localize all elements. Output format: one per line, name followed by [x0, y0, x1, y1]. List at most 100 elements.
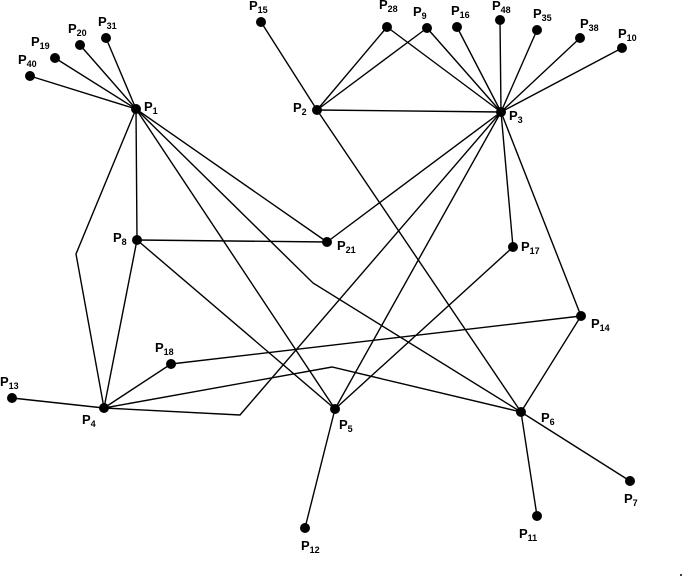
edge-p3-p38 [500, 37, 581, 113]
edge-p3-p14 [500, 111, 582, 317]
node-label-p14: P14 [591, 316, 610, 333]
node-label-letter: P [301, 538, 310, 553]
node-p7 [625, 476, 635, 486]
node-p48 [495, 15, 505, 25]
node-p18 [166, 359, 176, 369]
edge-p3-p28 [386, 26, 502, 113]
node-label-subscript: 48 [501, 5, 511, 15]
node-label-letter: P [249, 0, 258, 13]
node-label-subscript: 5 [348, 424, 353, 434]
node-label-letter: P [413, 4, 422, 19]
node-label-p17: P17 [521, 239, 540, 256]
node-label-subscript: 20 [77, 28, 87, 38]
node-label-letter: P [379, 0, 388, 12]
node-label-p15: P15 [249, 0, 268, 15]
node-label-subscript: 14 [600, 323, 610, 333]
node-p13 [7, 393, 17, 403]
node-label-subscript: 18 [164, 347, 174, 357]
edges-layer [11, 19, 631, 529]
edge-p3-p17 [500, 111, 514, 248]
node-label-letter: P [591, 316, 600, 331]
edge-p3-p35 [500, 29, 538, 113]
node-label-letter: P [337, 238, 346, 253]
node-p28 [382, 22, 392, 32]
node-label-p7: P7 [624, 491, 638, 508]
node-label-subscript: 7 [633, 498, 638, 508]
edge-p3-p4 [103, 111, 502, 416]
node-label-subscript: 15 [258, 5, 268, 15]
node-p8 [132, 235, 142, 245]
edge-p3-p16 [456, 26, 502, 113]
edge-p3-p48 [499, 19, 502, 113]
node-p38 [575, 33, 585, 43]
node-label-letter: P [18, 52, 27, 67]
node-label-letter: P [144, 99, 153, 114]
edge-p4-p18 [103, 363, 172, 409]
node-label-subscript: 31 [107, 21, 117, 31]
edge-p5-p12 [304, 408, 336, 529]
edge-p1-p4 [75, 108, 137, 409]
edge-p3-p9 [426, 27, 502, 113]
node-p21 [322, 237, 332, 247]
node-label-p40: P40 [18, 52, 37, 69]
node-p12 [300, 523, 310, 533]
node-label-subscript: 28 [388, 4, 398, 14]
node-label-subscript: 12 [310, 545, 320, 555]
node-label-letter: P [580, 16, 589, 31]
node-p14 [576, 311, 586, 321]
edge-p1-p6 [135, 108, 522, 413]
node-label-p35: P35 [533, 6, 552, 23]
node-label-p48: P48 [492, 0, 511, 15]
node-label-letter: P [624, 491, 633, 506]
node-label-letter: P [618, 26, 627, 41]
node-p5 [330, 404, 340, 414]
node-label-letter: P [339, 417, 348, 432]
node-label-p3: P3 [509, 108, 523, 125]
edge-p4-p6 [103, 366, 522, 413]
edge-p1-p8 [135, 108, 138, 241]
edge-p1-p40 [29, 75, 137, 110]
node-label-subscript: 11 [528, 533, 538, 543]
edge-p17-p5 [334, 246, 514, 410]
edge-p1-p19 [54, 57, 137, 110]
node-label-subscript: 9 [422, 11, 427, 21]
node-label-p11: P11 [519, 526, 537, 543]
edge-p8-p21 [136, 239, 328, 243]
node-label-p13: P13 [0, 374, 19, 391]
node-label-letter: P [492, 0, 501, 13]
node-label-subscript: 38 [589, 23, 599, 33]
node-label-subscript: 19 [40, 41, 50, 51]
node-label-p6: P6 [541, 410, 555, 427]
node-label-p28: P28 [379, 0, 398, 14]
edge-p2-p15 [260, 21, 318, 111]
node-label-subscript: 16 [460, 10, 470, 20]
edge-p8-p5 [136, 239, 336, 410]
node-label-p21: P21 [337, 238, 356, 255]
node-label-letter: P [519, 526, 528, 541]
edge-p1-p31 [105, 37, 137, 110]
node-p6 [516, 407, 526, 417]
node-p31 [101, 33, 111, 43]
node-label-letter: P [155, 340, 164, 355]
node-label-letter: P [541, 410, 550, 425]
node-label-p2: P2 [293, 100, 307, 117]
node-p20 [75, 40, 85, 50]
node-label-letter: P [31, 34, 40, 49]
edge-p2-p9 [316, 27, 428, 111]
edge-p3-p5 [334, 111, 502, 410]
node-label-letter: P [521, 239, 530, 254]
node-label-p9: P9 [413, 4, 427, 21]
node-p3 [496, 107, 506, 117]
node-label-letter: P [509, 108, 518, 123]
node-label-p12: P12 [301, 538, 320, 555]
node-label-subscript: 13 [9, 381, 19, 391]
corner-dot [680, 574, 682, 576]
node-label-letter: P [293, 100, 302, 115]
node-label-p10: P10 [618, 26, 637, 43]
edge-p1-p20 [79, 44, 137, 110]
node-label-p5: P5 [339, 417, 353, 434]
node-label-letter: P [533, 6, 542, 21]
node-p10 [617, 43, 627, 53]
node-label-subscript: 6 [550, 417, 555, 427]
